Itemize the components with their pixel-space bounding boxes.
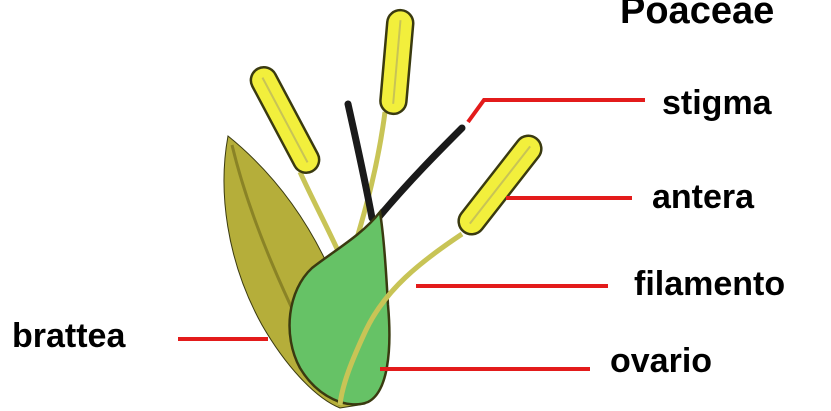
stigma-right [378, 128, 462, 218]
label-brattea: brattea [12, 319, 125, 353]
label-stigma: stigma [662, 86, 772, 120]
label-ovario: ovario [610, 344, 712, 378]
label-filamento: filamento [634, 267, 785, 301]
anther-right [453, 131, 546, 240]
anther-left [246, 63, 323, 178]
leader-line-stigma [468, 100, 645, 122]
anther-middle [379, 9, 414, 115]
label-antera: antera [652, 180, 754, 214]
stigma-left [348, 104, 372, 218]
diagram-title: Poaceae [620, 0, 774, 30]
